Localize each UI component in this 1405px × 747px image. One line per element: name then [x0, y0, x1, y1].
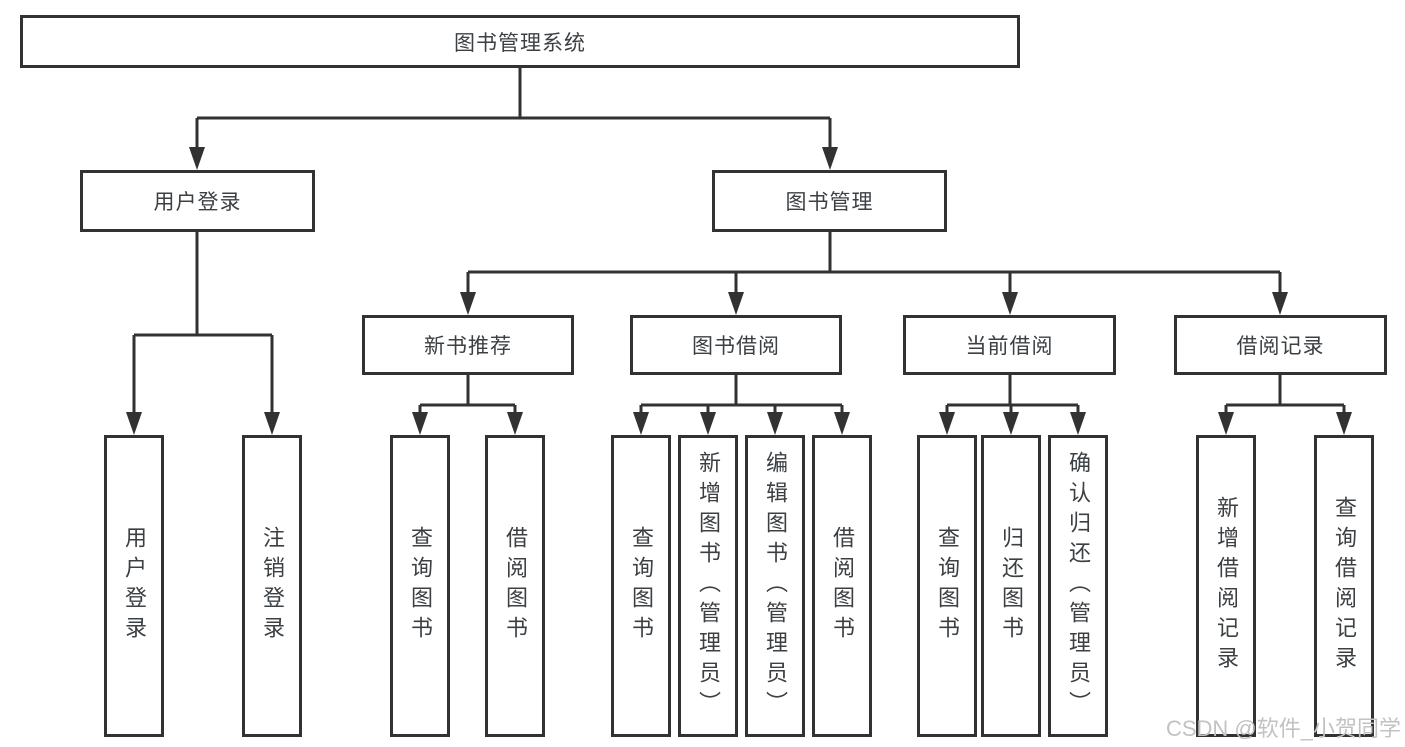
node-current-borrowing-label: 当前借阅: [965, 335, 1054, 358]
node-user-login-label: 用户登录: [153, 191, 242, 214]
leaf-borrowing-edit-books-admin-label: 编辑图书（管理员）: [763, 451, 788, 721]
leaf-borrowing-query-books-label: 查询图书: [629, 526, 654, 646]
node-user-login: 用户登录: [80, 170, 315, 232]
node-new-book-recommend: 新书推荐: [362, 315, 574, 375]
leaf-borrowing-edit-books-admin: 编辑图书（管理员）: [745, 435, 805, 737]
leaf-borrowing-add-books-admin: 新增图书（管理员）: [678, 435, 738, 737]
leaf-logout-label: 注销登录: [260, 526, 285, 646]
leaf-borrowing-borrow-books: 借阅图书: [812, 435, 872, 737]
leaf-borrowing-query-books: 查询图书: [611, 435, 671, 737]
node-current-borrowing: 当前借阅: [903, 315, 1116, 375]
node-borrow-records-label: 借阅记录: [1236, 335, 1325, 358]
leaf-user-login-label: 用户登录: [122, 526, 147, 646]
leaf-records-query-record: 查询借阅记录: [1314, 435, 1374, 737]
leaf-current-return-books-label: 归还图书: [999, 526, 1024, 646]
node-book-borrowing: 图书借阅: [630, 315, 842, 375]
node-book-management-label: 图书管理: [785, 191, 874, 214]
leaf-newbooks-borrow-books: 借阅图书: [485, 435, 545, 737]
node-library-system: 图书管理系统: [20, 15, 1020, 68]
leaf-borrowing-add-books-admin-label: 新增图书（管理员）: [696, 451, 721, 721]
leaf-records-add-record-label: 新增借阅记录: [1214, 496, 1239, 676]
leaf-current-return-books: 归还图书: [981, 435, 1041, 737]
csdn-watermark: CSDN @软件_小贺同学: [1165, 716, 1401, 741]
leaf-current-query-books: 查询图书: [917, 435, 977, 737]
leaf-logout: 注销登录: [242, 435, 302, 737]
leaf-borrowing-borrow-books-label: 借阅图书: [830, 526, 855, 646]
leaf-newbooks-borrow-books-label: 借阅图书: [503, 526, 528, 646]
leaf-user-login: 用户登录: [104, 435, 164, 737]
node-library-system-label: 图书管理系统: [454, 31, 586, 55]
leaf-records-query-record-label: 查询借阅记录: [1332, 496, 1357, 676]
node-new-book-recommend-label: 新书推荐: [424, 335, 512, 358]
leaf-newbooks-query-books: 查询图书: [390, 435, 450, 737]
leaf-current-confirm-return-admin-label: 确认归还（管理员）: [1066, 451, 1091, 721]
node-book-borrowing-label: 图书借阅: [692, 335, 780, 358]
node-book-management: 图书管理: [712, 170, 947, 232]
leaf-current-confirm-return-admin: 确认归还（管理员）: [1048, 435, 1108, 737]
leaf-newbooks-query-books-label: 查询图书: [408, 526, 433, 646]
leaf-records-add-record: 新增借阅记录: [1196, 435, 1256, 737]
leaf-current-query-books-label: 查询图书: [935, 526, 960, 646]
node-borrow-records: 借阅记录: [1174, 315, 1387, 375]
